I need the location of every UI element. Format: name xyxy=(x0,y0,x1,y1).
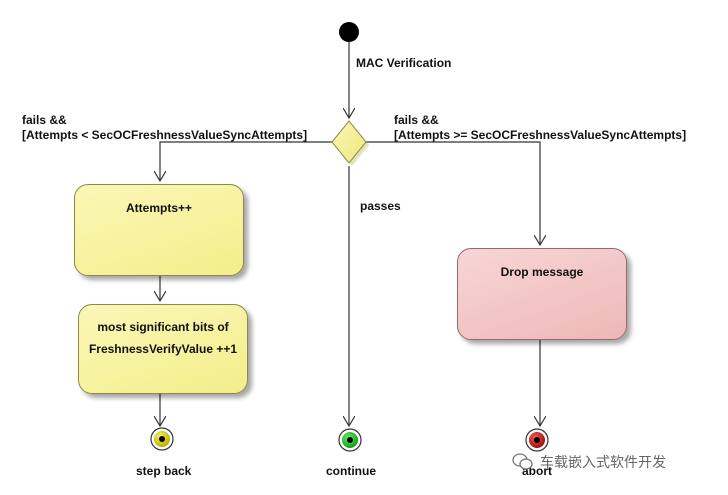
edge-label-fails-left-line1: fails && xyxy=(22,113,67,127)
edge-label-passes: passes xyxy=(360,199,401,213)
action-msb-increment: most significant bits of FreshnessVerify… xyxy=(78,304,248,394)
action-drop-message: Drop message xyxy=(457,248,627,340)
final-label-step-back: step back xyxy=(136,464,192,478)
action-msb-label-line1: most significant bits of xyxy=(97,320,229,334)
initial-node xyxy=(339,22,359,42)
edge-fails-right xyxy=(364,141,540,245)
edge-fails-left xyxy=(160,141,334,181)
action-msb-label-line2: FreshnessVerifyValue ++1 xyxy=(88,342,238,356)
edge-label-mac-verification: MAC Verification xyxy=(356,56,452,70)
final-label-continue: continue xyxy=(326,464,376,478)
final-node-continue xyxy=(338,428,362,452)
wechat-icon xyxy=(512,453,533,470)
decision-node xyxy=(331,120,367,164)
edge-label-fails-left-line2: [Attempts < SecOCFreshnessValueSyncAttem… xyxy=(22,128,308,142)
action-attempts-increment: Attempts++ xyxy=(74,184,244,276)
watermark-text: 车载嵌入式软件开发 xyxy=(540,455,666,471)
final-node-abort xyxy=(525,428,549,452)
final-node-step-back xyxy=(150,427,174,451)
edge-label-fails-right-line1: fails && xyxy=(394,113,439,127)
watermark: 车载嵌入式软件开发 xyxy=(512,452,666,472)
edge-label-fails-right-line2: [Attempts >= SecOCFreshnessValueSyncAtte… xyxy=(394,128,687,142)
action-attempts-label: Attempts++ xyxy=(125,201,193,215)
action-drop-label: Drop message xyxy=(500,265,584,279)
